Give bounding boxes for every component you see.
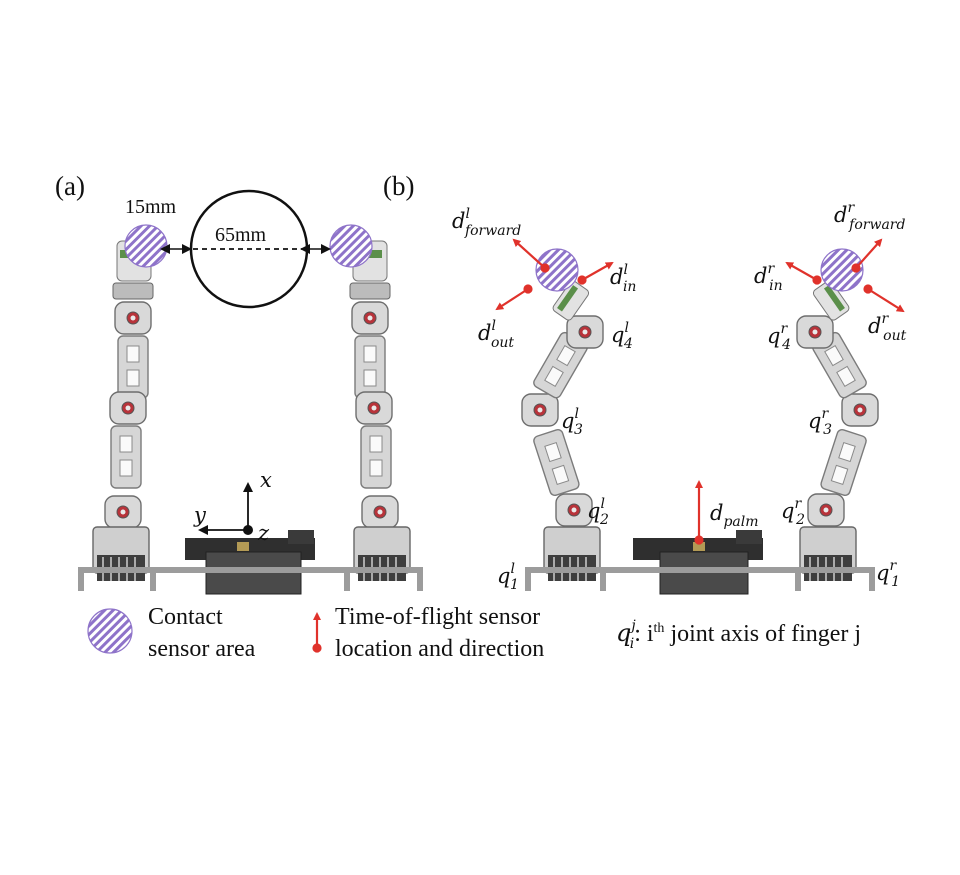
palm-a <box>78 530 423 595</box>
axis-x-label: x <box>260 468 272 492</box>
contact-area-right-b <box>820 248 864 292</box>
tof-arrow-palm <box>694 480 704 545</box>
finger-right-b <box>796 280 879 582</box>
legend-tof-line1: Time-of-flight sensor <box>335 604 540 630</box>
tof-arrows-right <box>785 238 905 313</box>
object-diameter-label: 65mm <box>215 224 267 246</box>
contact-area-right <box>329 224 373 268</box>
legend-contact-line1: Contact <box>148 604 223 630</box>
palm-b <box>525 530 875 595</box>
axis-y-label: y <box>193 503 207 527</box>
axis-z-label: z <box>257 521 270 545</box>
finger-left-a <box>92 240 154 582</box>
finger-left-b <box>521 280 604 582</box>
panel-a-label: (a) <box>55 171 85 201</box>
panel-b-label: (b) <box>383 171 414 201</box>
legend-tof-arrow <box>312 612 322 653</box>
finger-right-a <box>349 240 411 582</box>
tof-arrows-left <box>495 238 614 311</box>
contact-area-left-b <box>535 248 579 292</box>
legend-contact-swatch <box>87 608 133 654</box>
coordinate-frame <box>198 482 253 535</box>
tof-label-palm: dpalm <box>710 501 759 530</box>
contact-area-left <box>124 224 168 268</box>
legend-contact-line2: sensor area <box>148 636 256 662</box>
legend-tof-line2: location and direction <box>335 636 544 662</box>
contact-diameter-label: 15mm <box>125 196 177 218</box>
